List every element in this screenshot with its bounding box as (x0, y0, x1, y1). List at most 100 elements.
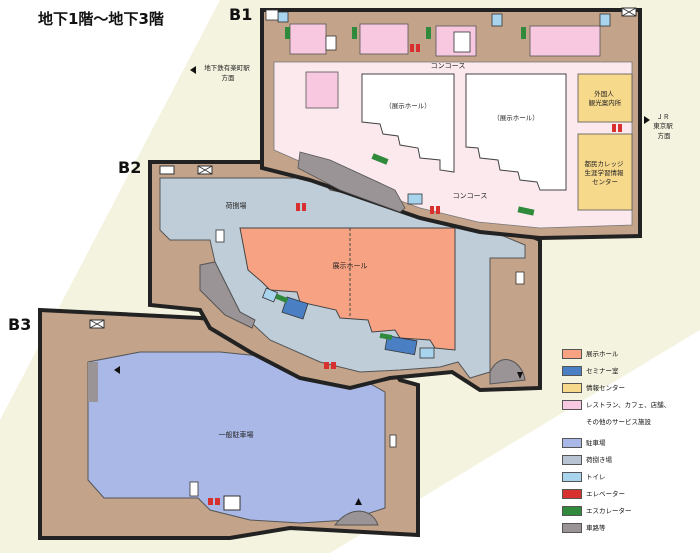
legend-label: 駐車場 (586, 439, 606, 447)
b1-concourse-bottom: コンコース (453, 192, 488, 200)
legend-label: 荷捌き場 (586, 456, 612, 464)
b1-elevator-3 (612, 124, 616, 132)
b2-escalator-2 (379, 332, 393, 340)
b2-exhibition-hall (239, 227, 456, 351)
legend-item: トイレ (562, 469, 698, 485)
legend-swatch (562, 438, 582, 448)
b1-elevator-6 (436, 206, 440, 214)
jr-arrow-icon (644, 116, 650, 124)
b2-elevator-4 (331, 362, 336, 369)
legend-item: その他のサービス施設 (562, 414, 698, 430)
legend-item: セミナー室 (562, 363, 698, 379)
b2-seminar-1 (281, 296, 309, 320)
b1-toilet-4 (407, 193, 423, 205)
b1-college-label: 都民カレッジ 生涯学習情報 センター (584, 160, 625, 186)
jr-direction: ＪＲ 東京駅 方面 (653, 113, 675, 140)
b3-arrow-left-icon (114, 366, 120, 374)
b2-arrow-down-icon (517, 372, 523, 379)
college-line-3: センター (592, 177, 618, 186)
b1-escalator-6 (521, 27, 526, 39)
legend-item: 情報センター (562, 380, 698, 396)
legend-swatch (562, 383, 582, 393)
b2-label: B2 (118, 158, 141, 177)
legend-swatch (562, 506, 582, 516)
foreign-info-line-2: 観光案内所 (589, 98, 622, 107)
b1-stairs-1 (453, 31, 471, 53)
legend-item: エレベーター (562, 486, 698, 502)
legend-swatch (562, 349, 582, 359)
jr-line-1: ＪＲ (656, 113, 669, 121)
b1-elevator-2 (416, 44, 420, 52)
b1-car-route (297, 151, 406, 213)
b1-elevator-5 (430, 206, 434, 214)
b1-foreign-info-label: 外国人 観光案内所 (589, 89, 622, 107)
b1-stairs-2 (325, 35, 337, 51)
b3-parking-label: 一般駐車場 (219, 430, 254, 439)
college-line-1: 都民カレッジ (584, 160, 624, 168)
legend-label: 展示ホール (586, 350, 619, 358)
b3-ramp (333, 510, 379, 526)
b1-college (577, 133, 633, 211)
b3-label: B3 (8, 315, 31, 334)
b1-escalator-4 (352, 27, 357, 39)
subway-direction: 地下鉄有楽町駅 方面 (204, 63, 252, 82)
b1-elevator-4 (618, 124, 622, 132)
b2-left-box (215, 229, 225, 243)
b3-stairs (223, 495, 241, 511)
b2-escalator-1 (275, 293, 289, 304)
legend-swatch (562, 455, 582, 465)
legend-label: トイレ (586, 473, 606, 481)
subway-line-1: 地下鉄有楽町駅 (204, 63, 250, 72)
b2-right-box (515, 271, 525, 285)
b3-elevator-2 (215, 498, 220, 505)
legend-item: 荷捌き場 (562, 452, 698, 468)
b1-hall-left-label: （展示ホール） (385, 102, 431, 110)
legend-label: レストラン、カフェ、店舗、 (586, 401, 671, 409)
legend-item: レストラン、カフェ、店舗、 (562, 397, 698, 413)
legend-swatch (562, 417, 582, 427)
foreign-info-line-1: 外国人 (594, 89, 614, 98)
legend-item: エスカレーター (562, 503, 698, 519)
b1-label: B1 (229, 5, 252, 24)
b3-right-box (389, 434, 397, 448)
b1-concourse-top: コンコース (431, 62, 466, 70)
subway-arrow-icon (190, 66, 196, 74)
b1-escalator-1 (371, 153, 389, 165)
b1-hall-right (465, 73, 567, 191)
b1-shop-1 (289, 23, 327, 55)
b3-left-ramp (88, 362, 98, 402)
b3-right-vent (189, 481, 199, 497)
b2-toilet-1 (262, 287, 278, 303)
college-line-2: 生涯学習情報 (584, 168, 624, 177)
b3-arrow-up-icon (355, 498, 362, 505)
b2-toilet-2 (419, 347, 435, 359)
legend-label: エレベーター (586, 490, 625, 498)
b1-shop-5 (305, 71, 339, 109)
b1-toilet-1 (277, 11, 289, 23)
legend-item: 駐車場 (562, 435, 698, 451)
subway-line-2: 方面 (222, 73, 236, 82)
legend-item: 展示ホール (562, 346, 698, 362)
jr-line-2: 東京駅 (653, 121, 673, 130)
legend: 展示ホールセミナー室情報センターレストラン、カフェ、店舗、その他のサービス施設駐… (562, 346, 698, 537)
legend-label: セミナー室 (586, 367, 619, 375)
b1-escalator-2 (517, 206, 535, 216)
legend-swatch (562, 489, 582, 499)
jr-line-3: 方面 (658, 131, 672, 140)
legend-swatch (562, 400, 582, 410)
legend-label: 情報センター (586, 384, 625, 392)
legend-swatch (562, 366, 582, 376)
b1-hall-right-label: （展示ホール） (493, 114, 539, 122)
b1-hall-left (361, 73, 455, 173)
b2-ramp-left (199, 261, 256, 329)
b2-elevator-2 (302, 203, 306, 211)
legend-item: 車路等 (562, 520, 698, 536)
b1-toilet-3 (599, 13, 611, 27)
b1-elevator-1 (410, 44, 414, 52)
b2-vent-1 (159, 165, 175, 175)
legend-label: 車路等 (586, 524, 606, 532)
b1-escalator-5 (426, 27, 431, 39)
legend-swatch (562, 523, 582, 533)
page-title: 地下1階〜地下3階 (38, 10, 164, 28)
